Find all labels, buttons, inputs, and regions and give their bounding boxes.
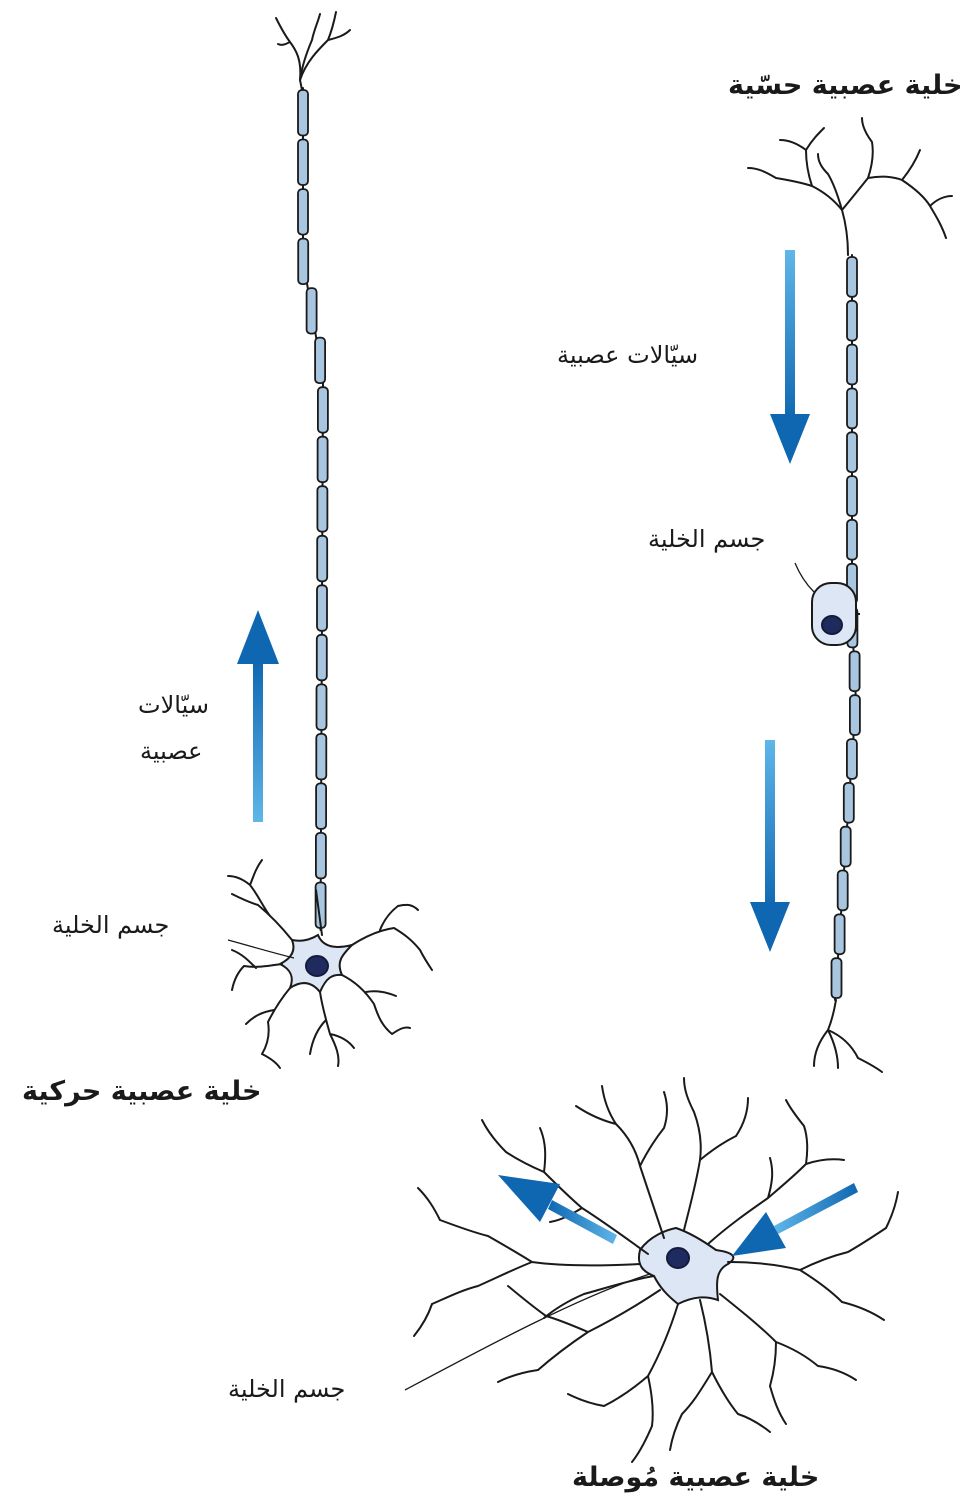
sensory-myelin-segment <box>847 476 857 516</box>
motor-cell-body-leader <box>228 940 294 958</box>
motor-impulse-arrow <box>237 610 279 822</box>
motor-cell-body-label: جسم الخلية <box>52 910 169 941</box>
motor-neuron <box>276 12 350 930</box>
motor-myelin-segment <box>316 783 326 829</box>
sensory-myelin-segment <box>847 432 857 472</box>
sensory-dendrites <box>748 118 952 255</box>
motor-axon-terminal-branches <box>276 12 350 100</box>
motor-impulses-label-line2: عصبية <box>140 736 202 767</box>
sensory-myelin-segment <box>847 389 857 429</box>
sensory-myelin-segment <box>838 871 848 911</box>
motor-myelin-segment <box>298 140 308 186</box>
impulse-arrows <box>237 250 858 1256</box>
sensory-myelin-segment <box>847 345 857 385</box>
motor-impulses-label-line1: سيّالات <box>138 690 209 721</box>
motor-axon <box>298 88 328 930</box>
sensory-myelin-segment <box>847 257 857 297</box>
motor-myelin-segment <box>298 189 308 235</box>
sensory-impulse-arrow-2 <box>750 740 790 952</box>
sensory-impulses-label: سيّالات عصبية <box>557 340 698 371</box>
sensory-cell-body <box>812 583 860 645</box>
motor-myelin-segment <box>316 734 326 780</box>
sensory-myelin-segment <box>850 695 860 735</box>
interneuron-output-arrow <box>498 1175 617 1244</box>
motor-myelin-segment <box>317 585 327 631</box>
interneuron-cell-body <box>639 1228 733 1304</box>
interneuron-nucleus <box>667 1248 689 1268</box>
sensory-axon-terminal <box>814 1000 882 1072</box>
motor-myelin-segment <box>317 635 327 681</box>
sensory-myelin-segment <box>841 827 851 867</box>
motor-cell-body <box>280 935 352 992</box>
motor-myelin-segment <box>298 239 308 285</box>
motor-myelin-segment <box>316 833 326 879</box>
motor-myelin-segment <box>317 684 327 730</box>
motor-neuron-title: خلية عصبية حركية <box>22 1074 262 1109</box>
sensory-myelin-segment <box>847 739 857 779</box>
sensory-myelin-segment <box>850 651 860 691</box>
sensory-myelin-segment <box>844 783 854 823</box>
sensory-myelin-segment <box>847 520 857 560</box>
motor-myelin-segment <box>317 536 327 582</box>
sensory-neuron-title: خلية عصبية حسّية <box>728 68 962 103</box>
interneuron-cell-body-label: جسم الخلية <box>228 1374 345 1405</box>
motor-myelin-segment <box>298 90 308 136</box>
motor-nucleus <box>306 956 328 976</box>
interneuron-title: خلية عصبية مُوصلة <box>572 1460 819 1495</box>
sensory-cell-body-leader <box>795 563 814 592</box>
motor-myelin-segment <box>307 288 317 334</box>
sensory-myelin-segment <box>832 958 842 998</box>
motor-myelin-segment <box>315 338 325 384</box>
sensory-nucleus <box>822 616 842 634</box>
interneuron-input-arrow <box>732 1183 858 1256</box>
sensory-myelin-segment <box>835 914 845 954</box>
sensory-impulse-arrow-1 <box>770 250 810 464</box>
motor-myelin-segment <box>317 486 327 532</box>
motor-myelin-segment <box>318 387 328 433</box>
motor-myelin-segment <box>318 437 328 483</box>
sensory-cell-body-label: جسم الخلية <box>648 524 765 555</box>
sensory-myelin-segment <box>847 301 857 341</box>
